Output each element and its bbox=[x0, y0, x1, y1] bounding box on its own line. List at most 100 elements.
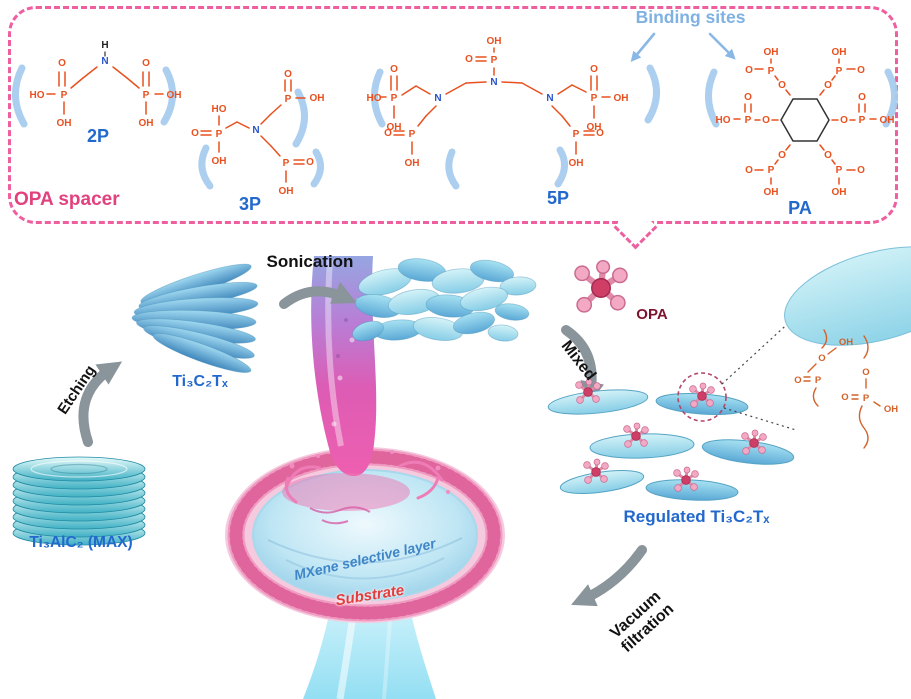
atom-label: OH bbox=[832, 47, 847, 58]
atom-label: OH bbox=[764, 187, 779, 198]
pour-stream bbox=[311, 256, 377, 476]
molecule-label-2p: 2P bbox=[86, 126, 110, 146]
vacuum-arrow bbox=[571, 545, 647, 607]
atom-label: HO bbox=[716, 115, 731, 126]
atom-label: O bbox=[862, 367, 869, 378]
atom-label: O bbox=[824, 150, 832, 161]
atom-label: O bbox=[762, 115, 770, 126]
molecule-3p-structure: N P O OH P HO O OH P O OH bbox=[191, 69, 324, 197]
atom-label: O bbox=[778, 80, 786, 91]
opa-spacer-label: OPA spacer bbox=[14, 189, 120, 210]
atom-label: HO bbox=[367, 93, 382, 104]
molecule-label-3p: 3P bbox=[238, 194, 262, 214]
atom-label: O bbox=[841, 392, 848, 403]
atom-label: P bbox=[573, 129, 580, 140]
atom-label: P bbox=[61, 90, 68, 101]
atom-label: OH bbox=[832, 187, 847, 198]
atom-label: P bbox=[283, 158, 290, 169]
atom-label: OH bbox=[487, 36, 502, 47]
mxene-flake-fan bbox=[131, 263, 259, 373]
atom-label: O bbox=[818, 353, 825, 364]
molecule-label-pa: PA bbox=[788, 198, 812, 218]
atom-label: O bbox=[745, 165, 753, 176]
atom-label: O bbox=[857, 65, 865, 76]
atom-label: OH bbox=[614, 93, 629, 104]
atom-label: O bbox=[465, 54, 473, 65]
atom-label: N bbox=[546, 93, 553, 104]
detail-view: OH O O P O P O OH bbox=[784, 246, 911, 449]
opa-label: OPA bbox=[636, 306, 668, 323]
atom-label: P bbox=[815, 375, 822, 386]
binding-sites-arrows bbox=[630, 32, 736, 62]
molecule-2p-structure: H N P O HO OH P O OH OH bbox=[30, 40, 182, 129]
atom-label: O bbox=[390, 64, 398, 75]
opa-molecule-icon bbox=[575, 261, 627, 312]
atom-label: O bbox=[745, 65, 753, 76]
atom-label: HO bbox=[212, 104, 227, 115]
atom-label: OH bbox=[764, 47, 779, 58]
binding-site-arcs bbox=[12, 64, 898, 190]
atom-label: OH bbox=[569, 158, 584, 169]
atom-label: OH bbox=[279, 186, 294, 197]
atom-label: O bbox=[58, 58, 66, 69]
atom-label: N bbox=[490, 77, 497, 88]
sonication-label: Sonication bbox=[266, 252, 354, 271]
atom-label: P bbox=[836, 66, 843, 77]
atom-label: OH bbox=[387, 122, 402, 133]
binding-sites-label: Binding sites bbox=[635, 7, 746, 27]
atom-label: OH bbox=[884, 404, 898, 415]
max-disc-stack bbox=[12, 456, 146, 546]
detail-flake bbox=[784, 246, 911, 346]
atom-label: O bbox=[596, 128, 604, 139]
atom-label: P bbox=[285, 94, 292, 105]
atom-label: O bbox=[840, 115, 848, 126]
mxene-label: Ti₃C₂Tₓ bbox=[172, 373, 228, 390]
atom-label: OH bbox=[167, 90, 182, 101]
molecule-5p-structure: P O HO OH N N P OH O N P O OH P bbox=[367, 36, 629, 169]
atom-label: HO bbox=[30, 90, 45, 101]
atom-label: OH bbox=[880, 115, 895, 126]
mixed-arrow bbox=[561, 325, 605, 406]
regulated-mxene-label: Regulated Ti₃C₂Tₓ bbox=[623, 507, 770, 526]
atom-label: P bbox=[863, 393, 870, 404]
regulated-flakes bbox=[547, 317, 797, 501]
magnify-circle bbox=[677, 372, 727, 422]
atom-label: O bbox=[857, 165, 865, 176]
atom-label: N bbox=[434, 93, 441, 104]
atom-label: OH bbox=[310, 93, 325, 104]
atom-label: OH bbox=[839, 337, 853, 348]
max-phase-label: Ti₃AlC₂ (MAX) bbox=[29, 534, 133, 551]
etching-arrow bbox=[78, 361, 123, 447]
atom-label: OH bbox=[139, 118, 154, 129]
atom-label: OH bbox=[57, 118, 72, 129]
molecule-label-5p: 5P bbox=[546, 188, 570, 208]
atom-label: O bbox=[824, 80, 832, 91]
atom-label: O bbox=[590, 64, 598, 75]
atom-label: O bbox=[794, 375, 801, 386]
atom-label: OH bbox=[212, 156, 227, 167]
molecule-pa-structure: O P O OH O P O HO O P OH O O P bbox=[716, 47, 895, 198]
atom-label: O bbox=[191, 128, 199, 139]
detail-structure: OH O O P O P O OH bbox=[794, 329, 898, 449]
atom-label: O bbox=[384, 128, 392, 139]
splash bbox=[282, 450, 450, 525]
sonication-arrow bbox=[279, 282, 357, 309]
atom-label: OH bbox=[405, 158, 420, 169]
atom-label: O bbox=[284, 69, 292, 80]
atom-label: O bbox=[142, 58, 150, 69]
atom-label: N bbox=[101, 56, 108, 67]
atom-label: P bbox=[745, 115, 752, 126]
atom-label: P bbox=[143, 90, 150, 101]
atom-label: N bbox=[252, 125, 259, 136]
atom-label: P bbox=[768, 66, 775, 77]
atom-label: O bbox=[858, 92, 866, 103]
atom-label: P bbox=[591, 93, 598, 104]
atom-label: P bbox=[391, 93, 398, 104]
atom-label: P bbox=[409, 129, 416, 140]
atom-label: P bbox=[859, 115, 866, 126]
atom-label: H bbox=[101, 40, 108, 51]
atom-label: O bbox=[778, 150, 786, 161]
atom-label: OH bbox=[587, 122, 602, 133]
